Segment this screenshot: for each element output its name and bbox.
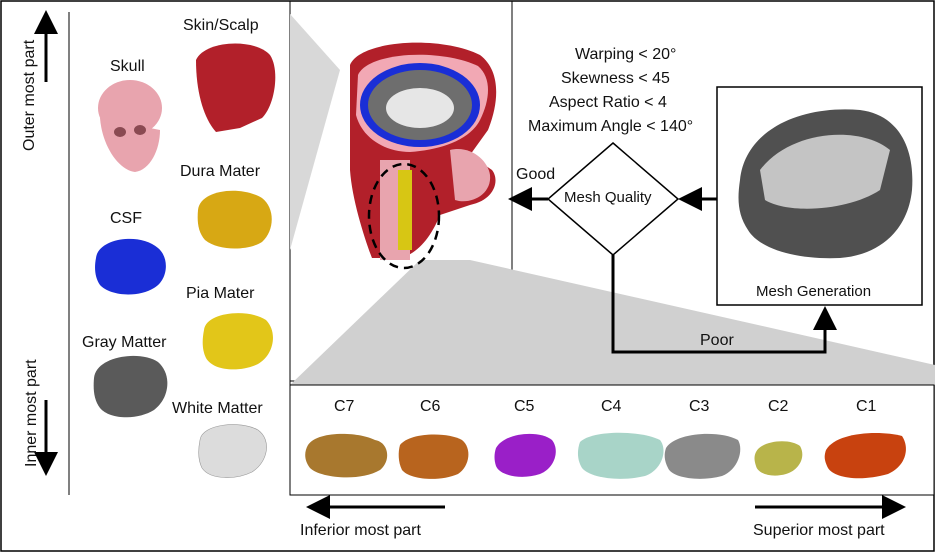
mesh-generation-label: Mesh Generation <box>756 283 872 300</box>
vertebra-c4-label: C4 <box>601 398 622 415</box>
head-model <box>350 42 497 260</box>
vertebra-c3-label: C3 <box>689 398 710 415</box>
gray-model <box>93 355 168 418</box>
skull-model <box>98 80 162 172</box>
csf-model <box>95 238 166 295</box>
vertebra-c1-label: C1 <box>856 398 877 415</box>
vertebra-c4-model <box>577 432 664 479</box>
inferior-label: Inferior most part <box>300 522 421 539</box>
vertebra-c6-label: C6 <box>420 398 441 415</box>
vertebra-c5-label: C5 <box>514 398 535 415</box>
criterion-max-angle: Maximum Angle < 140° <box>528 118 694 135</box>
good-label: Good <box>516 166 556 183</box>
criterion-skewness: Skewness < 45 <box>561 70 670 87</box>
skin-label: Skin/Scalp <box>183 17 259 34</box>
arrow-poor <box>611 255 837 354</box>
vertebra-c1-model <box>824 432 906 479</box>
skin-model <box>196 43 276 133</box>
projection-upper <box>290 14 340 250</box>
pia-model <box>202 313 273 370</box>
skull-label: Skull <box>110 58 145 75</box>
pia-label: Pia Mater <box>186 285 255 302</box>
vertebra-c5-model <box>494 433 556 477</box>
dura-label: Dura Mater <box>180 163 261 180</box>
white-model <box>198 424 267 478</box>
cervical-highlight <box>367 162 441 270</box>
dura-model <box>197 190 272 249</box>
outer-most-label: Outer most part <box>21 39 38 151</box>
vertebra-c2-label: C2 <box>768 398 789 415</box>
vertebra-c2-model <box>754 441 803 476</box>
gray-label: Gray Matter <box>82 334 167 351</box>
vertebra-c6-model <box>398 434 469 479</box>
vertebra-c7-label: C7 <box>334 398 355 415</box>
criterion-aspect-ratio: Aspect Ratio < 4 <box>549 94 667 111</box>
white-label: White Matter <box>172 400 263 417</box>
csf-label: CSF <box>110 210 142 227</box>
inner-most-label: Inner most part <box>23 359 40 467</box>
mesh-white-surface <box>760 134 890 209</box>
vertebra-c3-model <box>664 433 741 479</box>
superior-label: Superior most part <box>753 522 885 539</box>
poor-label: Poor <box>700 332 734 349</box>
mesh-quality-label: Mesh Quality <box>564 189 652 206</box>
criterion-warping: Warping < 20° <box>575 46 677 63</box>
vertebra-c7-model <box>305 433 388 478</box>
